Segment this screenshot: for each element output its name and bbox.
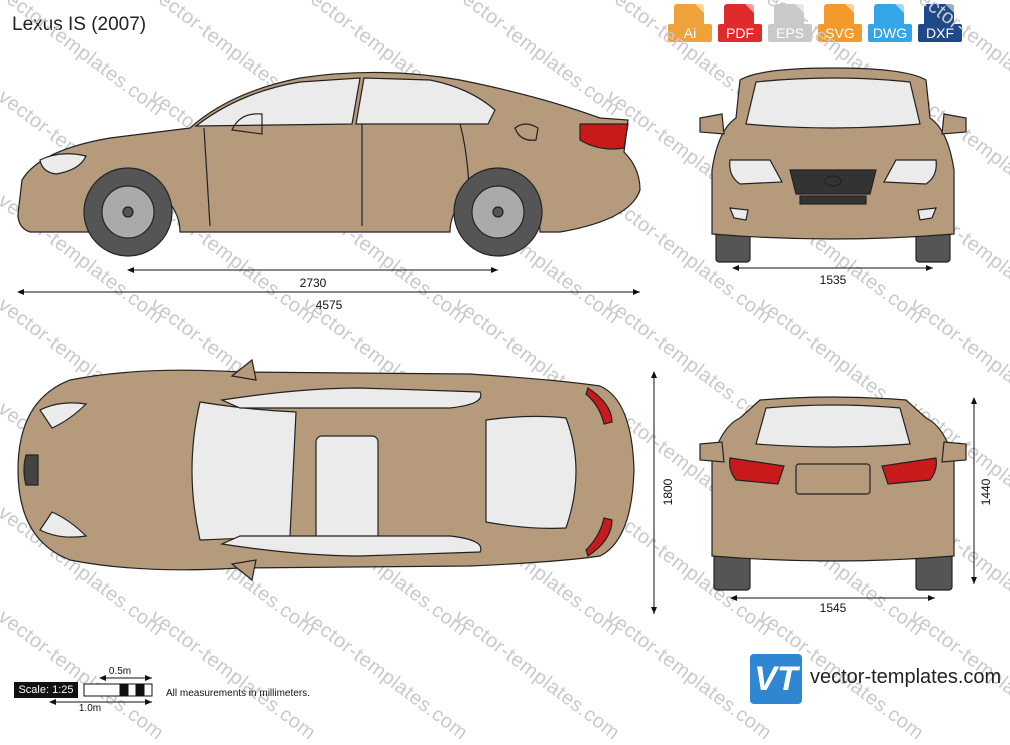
vt-logo-icon: VT: [750, 654, 802, 704]
rear-view: [699, 396, 967, 591]
top-view: [17, 358, 635, 582]
measurement-note: All measurements in millimeters.: [166, 688, 310, 699]
page-title: Lexus IS (2007): [12, 14, 147, 35]
svg-format-label: SVG: [818, 24, 862, 42]
format-badges: Ai PDF EPS SVG DWG DXF: [668, 4, 962, 48]
wheelbase-label: 2730: [300, 276, 327, 290]
width-label: 1800: [661, 478, 675, 505]
side-dimensions: [17, 267, 640, 295]
length-label: 4575: [316, 298, 343, 312]
scale-label: Scale: 1:25: [14, 682, 78, 698]
front-view: [699, 67, 967, 263]
dxf-format-label: DXF: [918, 24, 962, 42]
pdf-format-button[interactable]: PDF: [718, 4, 762, 48]
site-link[interactable]: vector-templates.com: [810, 666, 1002, 688]
rear-track-label: 1545: [820, 601, 847, 615]
dxf-format-button[interactable]: DXF: [918, 4, 962, 48]
scale-half-label: 0.5m: [109, 666, 131, 677]
front-track-label: 1535: [820, 273, 847, 287]
pdf-format-label: PDF: [718, 24, 762, 42]
svg-format-button[interactable]: SVG: [818, 4, 862, 48]
eps-format-label: EPS: [768, 24, 812, 42]
ai-format-button[interactable]: Ai: [668, 4, 712, 48]
side-view: [17, 71, 641, 257]
blueprint-drawing: 2730 4575 1535 1800: [17, 67, 993, 714]
eps-format-button[interactable]: EPS: [768, 4, 812, 48]
ai-format-label: Ai: [668, 24, 712, 42]
scale-bar: [49, 675, 153, 705]
scale-one-label: 1.0m: [79, 703, 101, 714]
dwg-format-label: DWG: [868, 24, 912, 42]
dwg-format-button[interactable]: DWG: [868, 4, 912, 48]
height-label: 1440: [979, 478, 993, 505]
